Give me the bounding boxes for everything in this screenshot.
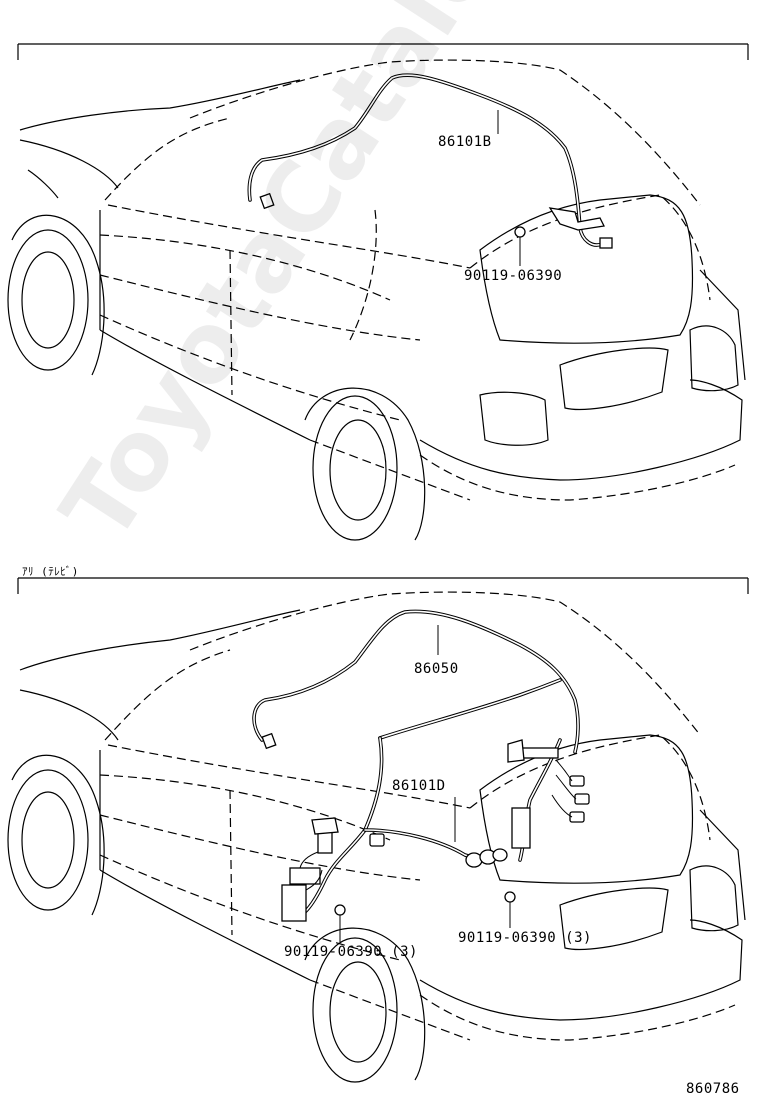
top-vehicle-outline [7,59,746,541]
bottom-cable-86050 [252,609,580,754]
figure-number: 860786 [686,1081,740,1097]
top-wire-86101B [247,73,613,249]
top-bolt [514,226,526,266]
callout-86050: 86050 [414,661,459,677]
callout-86101B: 86101B [438,134,492,150]
top-panel-frame [17,43,749,60]
bottom-panel-header: ｱﾘ (ﾃﾚﾋﾞ) [22,565,79,578]
bottom-panel-frame [17,577,749,594]
bottom-bolts [334,891,516,942]
callout-bolt-top: 90119-06390 [464,268,563,284]
bottom-wire-86101D [281,736,590,922]
bottom-vehicle-outline [7,591,746,1083]
callout-bolt-right: 90119-06390 (3) [458,930,592,946]
callout-86101D: 86101D [392,778,446,794]
callout-bolt-left: 90119-06390 (3) [284,944,418,960]
